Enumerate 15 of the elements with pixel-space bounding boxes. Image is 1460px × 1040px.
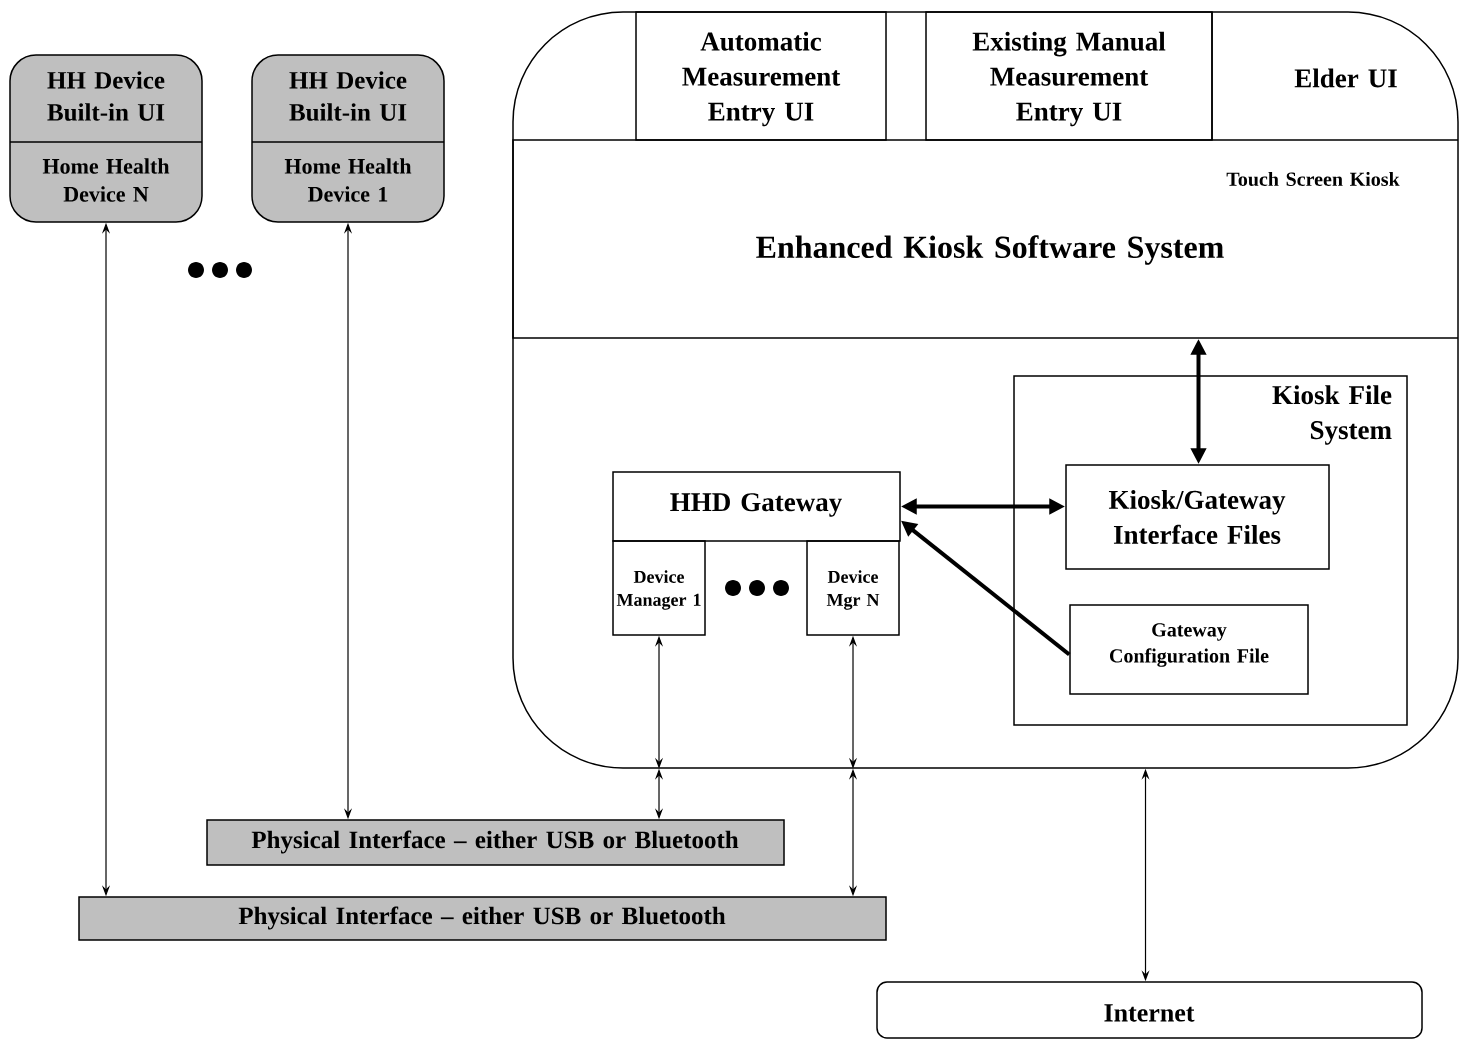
- interface-bar: Physical Interface – either USB or Bluetooth: [206, 819, 785, 866]
- interface-bar: Physical Interface – either USB or Bluetooth: [78, 896, 887, 941]
- device-box: HH Device Built-in UI Home Health Device 1: [251, 54, 445, 223]
- device-box: HH Device Built-in UI Home Health Device N: [9, 54, 203, 223]
- file-box: Kiosk/Gateway Interface Files: [1065, 464, 1330, 570]
- software-band: Touch Screen Kiosk Enhanced Kiosk Software System: [512, 139, 1459, 339]
- file-box: Gateway Configuration File: [1069, 604, 1309, 695]
- manager-box: Device Mgr N: [806, 540, 900, 636]
- ui-cell: Automatic Measurement Entry UI: [635, 11, 887, 141]
- manager-box: Device Manager 1: [612, 540, 706, 636]
- gateway-box: HHD Gateway: [612, 471, 901, 542]
- network-box: Internet: [876, 981, 1423, 1039]
- kiosk-outline: [512, 11, 1459, 769]
- ui-cell: Elder UI: [1211, 11, 1397, 141]
- ui-cell: Existing Manual Measurement Entry UI: [925, 11, 1213, 141]
